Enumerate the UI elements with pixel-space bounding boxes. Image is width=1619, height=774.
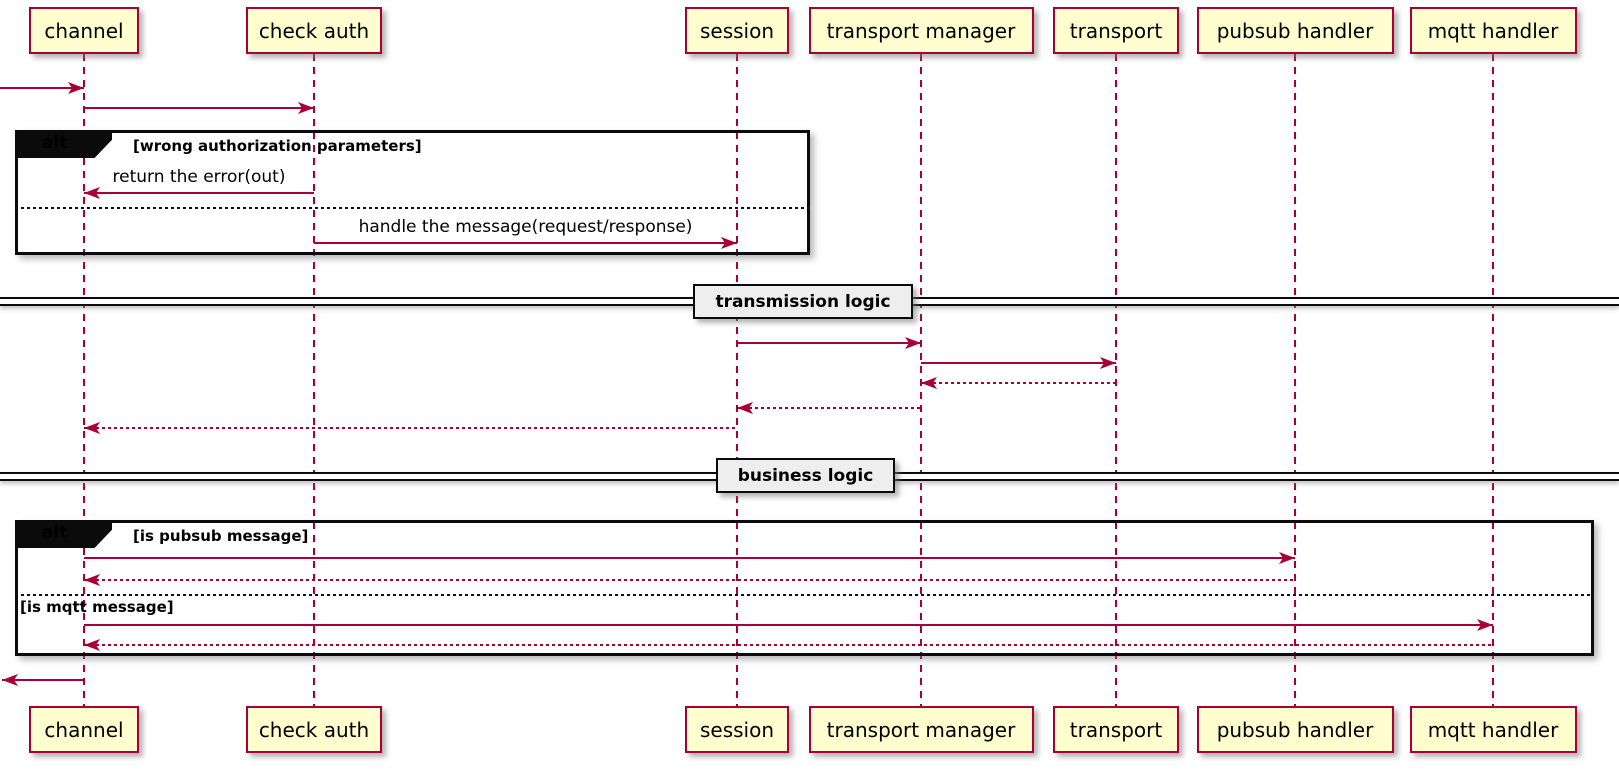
lifeline-mqtt-handler <box>1492 54 1494 706</box>
participant-session-bottom: session <box>685 706 789 753</box>
message-line-mqtt-return <box>84 644 1493 646</box>
message-line-session-to-tm <box>737 342 921 344</box>
frame-tab-alt-auth <box>15 130 112 158</box>
message-line-return-error <box>84 192 314 194</box>
lifeline-session <box>736 54 738 706</box>
participant-transport-manager-bottom: transport manager <box>808 706 1034 753</box>
participant-channel-top: channel <box>29 7 139 54</box>
guard-label: [is pubsub message] <box>133 527 309 545</box>
message-label-return-error: return the error(out) <box>112 167 286 187</box>
frame-alt-auth <box>15 130 810 255</box>
divider-label-business-logic: business logic <box>716 458 895 493</box>
message-line-tm-return <box>737 407 921 409</box>
participant-transport-manager-top: transport manager <box>808 7 1034 54</box>
frame-else-separator <box>15 207 810 209</box>
participant-transport-bottom: transport <box>1053 706 1179 753</box>
message-line-handle-message <box>314 242 737 244</box>
lifeline-transport-manager <box>920 54 922 706</box>
lifeline-pubsub-handler <box>1294 54 1296 706</box>
frame-else-separator <box>15 594 1594 596</box>
message-line-session-return <box>84 427 737 429</box>
participant-mqtt-handler-bottom: mqtt handler <box>1409 706 1577 753</box>
lifeline-check-auth <box>313 54 315 706</box>
message-line-transport-return <box>921 382 1116 384</box>
message-label-handle-message: handle the message(request/response) <box>358 217 693 237</box>
frame-operator-label: alt <box>41 523 68 543</box>
message-line-pubsub-return <box>84 579 1295 581</box>
participant-session-top: session <box>685 7 789 54</box>
lifeline-transport <box>1115 54 1117 706</box>
participant-pubsub-handler-bottom: pubsub handler <box>1196 706 1394 753</box>
participant-channel-bottom: channel <box>29 706 139 753</box>
participant-check-auth-top: check auth <box>246 7 382 54</box>
participant-pubsub-handler-top: pubsub handler <box>1196 7 1394 54</box>
message-line-found-out <box>2 679 84 681</box>
message-line-channel-to-pubsub <box>84 557 1295 559</box>
message-line-channel-to-checkauth <box>84 107 314 109</box>
message-line-tm-to-transport <box>921 362 1116 364</box>
guard-label: [is mqtt message] <box>20 598 174 616</box>
frame-tab-alt-dispatch <box>15 520 112 548</box>
frame-operator-label: alt <box>41 133 68 153</box>
participant-check-auth-bottom: check auth <box>246 706 382 753</box>
message-line-found-in <box>0 87 84 89</box>
lifeline-channel <box>83 54 85 706</box>
divider-label-transmission-logic: transmission logic <box>693 284 913 319</box>
participant-mqtt-handler-top: mqtt handler <box>1409 7 1577 54</box>
frame-alt-dispatch <box>15 520 1594 656</box>
participant-transport-top: transport <box>1053 7 1179 54</box>
guard-label: [wrong authorization parameters] <box>133 137 422 155</box>
message-line-channel-to-mqtt <box>84 624 1493 626</box>
